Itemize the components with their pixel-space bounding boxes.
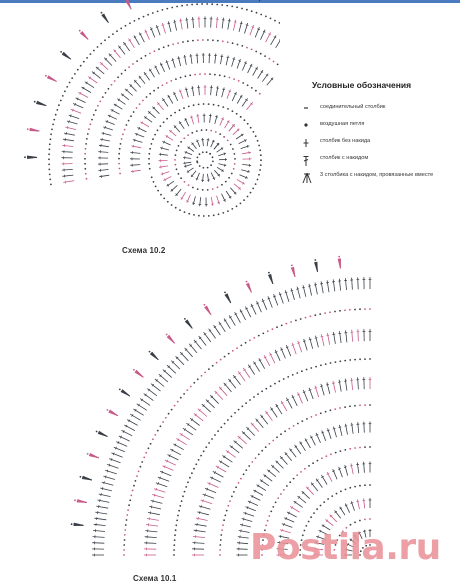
legend-title: Условные обозначения	[312, 80, 412, 90]
scheme-10-2-rings	[48, 3, 280, 186]
scheme-10-2-center	[150, 116, 262, 217]
scheme-10-1-rings	[92, 277, 372, 557]
crochet-diagram-scheme-10-2	[24, 0, 280, 217]
legend: Условные обозначения соединительный стол…	[300, 80, 450, 189]
legend-item-chain-stitch: воздушная петля	[300, 121, 450, 131]
legend-label: столбик без накида	[320, 138, 371, 144]
caption-scheme-10-1: Схема 10.1	[133, 574, 177, 583]
legend-item-dc3tog: 3 столбика с накидом, провязанные вместе	[300, 172, 450, 184]
legend-label: 3 столбика с накидом, провязанные вместе	[320, 172, 434, 178]
header-bar	[0, 0, 460, 3]
caption-scheme-10-2: Схема 10.2	[122, 246, 166, 255]
double-crochet-icon	[300, 155, 314, 166]
dc3tog-icon	[300, 172, 314, 184]
scheme-10-1-edge	[70, 255, 342, 527]
legend-label: столбик с накидом	[320, 155, 369, 161]
crochet-diagram-scheme-10-1	[70, 255, 372, 557]
chain-stitch-icon	[300, 121, 314, 131]
legend-label: соединительный столбик	[320, 104, 386, 110]
watermark: Postila.ru	[250, 527, 441, 568]
legend-label: воздушная петля	[320, 121, 365, 127]
legend-item-slip-stitch: соединительный столбик	[300, 104, 450, 114]
slip-stitch-icon	[300, 104, 314, 114]
legend-item-single-crochet: столбик без накида	[300, 138, 450, 148]
scheme-10-2-edge	[24, 0, 261, 159]
legend-item-double-crochet: столбик с накидом	[300, 155, 450, 166]
single-crochet-icon	[300, 138, 314, 148]
